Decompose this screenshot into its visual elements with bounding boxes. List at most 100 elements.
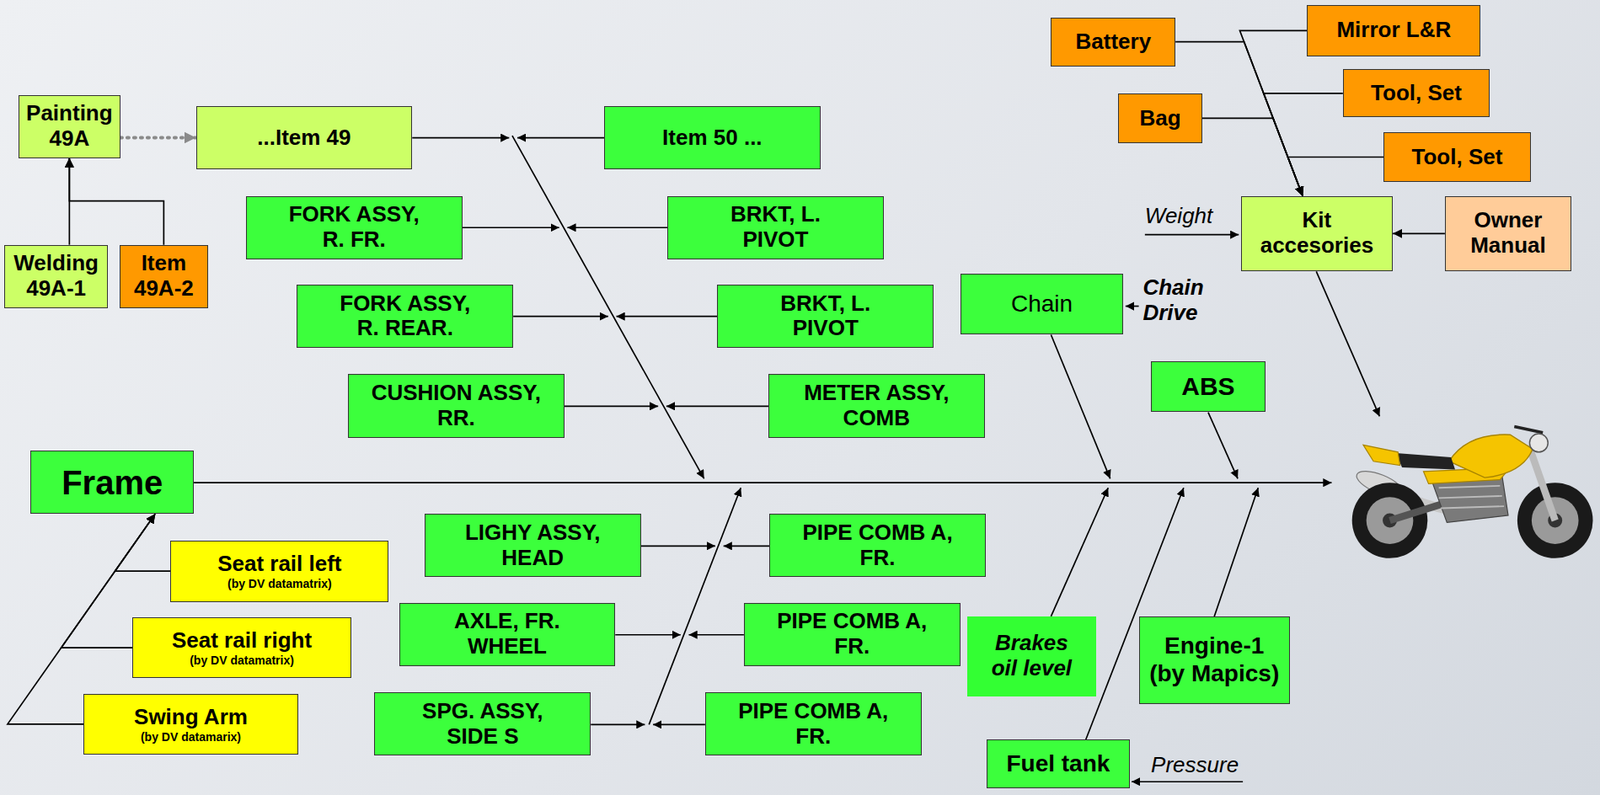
part-box: FORK ASSY, R. FR. (246, 196, 463, 260)
part-box: ...Item 49 (196, 106, 413, 170)
bone-arrow (1050, 487, 1108, 617)
box-text: Frame (61, 463, 163, 503)
box-text: BRKT, L. PIVOT (716, 202, 835, 253)
seat (1396, 453, 1456, 470)
box-text: Item 49A-2 (125, 251, 203, 302)
box-text: Engine-1 (1164, 632, 1264, 660)
box-text: ...Item 49 (256, 125, 351, 151)
part-box: Brakes oil level (967, 616, 1097, 698)
box-text: Seat rail left (217, 551, 342, 578)
box-text: (by DV datamatrix) (227, 577, 332, 591)
box-text: Brakes oil level (984, 631, 1078, 682)
input-arrow (1125, 305, 1140, 308)
box-text: Owner Manual (1450, 208, 1566, 259)
box-text: FORK ASSY, R. REAR. (331, 291, 479, 343)
box-text: Kit accesories (1246, 208, 1387, 259)
rib-arrow (688, 634, 744, 637)
connector-arrow (1239, 30, 1307, 196)
bone-arrow (1316, 271, 1380, 417)
part-box: CUSHION ASSY, RR. (347, 374, 565, 438)
part-box: Tool, Set (1343, 69, 1490, 118)
input-label: Chain Drive (1142, 275, 1227, 327)
box-text: Swing Arm (133, 705, 248, 731)
box-text: ABS (1181, 372, 1235, 402)
tail (1363, 444, 1401, 466)
box-text: PIPE COMB A, FR. (770, 609, 935, 660)
part-box: BRKT, L. PIVOT (667, 196, 884, 260)
connector-arrow (114, 513, 171, 572)
box-text: Tool, Set (1370, 80, 1462, 107)
part-box: AXLE, FR. WHEEL (399, 603, 616, 667)
motorcycle-illustration (1352, 427, 1594, 559)
front-wheel (1517, 482, 1594, 559)
box-text: PIPE COMB A, FR. (795, 520, 960, 572)
handlebar (1514, 427, 1543, 434)
part-box: FORK ASSY, R. REAR. (296, 284, 514, 348)
bone-arrow (1208, 412, 1238, 480)
input-label: Pressure (1150, 753, 1239, 779)
bone-arrow (1214, 487, 1258, 617)
part-box: Bag (1118, 93, 1202, 143)
bone-arrow (1050, 334, 1110, 479)
box-text: Bag (1139, 106, 1181, 132)
spine-arrow (193, 481, 1332, 484)
rib-arrow (641, 545, 716, 547)
box-text: Fuel tank (1006, 750, 1110, 778)
part-box: Swing Arm(by DV datamarix) (83, 694, 298, 756)
rib-arrow (616, 315, 718, 318)
headlight (1529, 433, 1548, 453)
rib-arrow (412, 137, 509, 140)
box-text: BRKT, L. PIVOT (766, 291, 885, 343)
part-box: Owner Manual (1444, 196, 1572, 273)
box-text: Welding 49A-1 (10, 251, 103, 302)
rib-arrow (567, 226, 668, 229)
part-box: Chain (960, 273, 1124, 336)
part-box: Seat rail right(by DV datamatrix) (132, 617, 351, 680)
part-box: LIGHY ASSY, HEAD (424, 513, 642, 578)
input-label: Weight (1145, 203, 1213, 230)
box-text: Battery (1075, 29, 1152, 55)
part-box: PIPE COMB A, FR. (743, 603, 961, 667)
bone-arrow (648, 487, 741, 725)
dotted-arrow (120, 135, 197, 140)
rib-arrow (517, 137, 605, 140)
part-box: Tool, Set (1383, 132, 1531, 182)
part-box: Welding 49A-1 (4, 245, 109, 309)
box-text: Mirror L&R (1336, 17, 1451, 43)
part-box: Fuel tank (986, 739, 1130, 789)
part-box: METER ASSY, COMB (768, 374, 985, 438)
box-text: (by DV datamarix) (140, 730, 241, 744)
connector-arrow (1392, 232, 1445, 235)
box-text: METER ASSY, COMB (783, 380, 969, 432)
part-box: Frame (30, 450, 194, 514)
box-text: Seat rail right (171, 628, 312, 654)
fuel-tank-shape (1449, 434, 1533, 478)
box-text: AXLE, FR. WHEEL (448, 609, 567, 660)
part-box: Painting 49A (18, 95, 121, 159)
part-box: Kit accesories (1241, 196, 1393, 273)
rib-arrow (590, 724, 645, 727)
input-arrow (1145, 234, 1239, 236)
box-text: PIPE COMB A, FR. (731, 699, 896, 750)
rib-arrow (513, 315, 609, 318)
rib-arrow (723, 545, 770, 547)
box-text: FORK ASSY, R. FR. (280, 202, 429, 253)
box-text: Painting 49A (24, 101, 115, 152)
box-text: LIGHY ASSY, HEAD (452, 520, 613, 572)
box-text: (by Mapics) (1149, 660, 1279, 688)
input-arrow (1131, 781, 1243, 783)
part-box: Mirror L&R (1306, 5, 1481, 57)
connector-arrow (1288, 157, 1385, 197)
engine-fins (1439, 486, 1505, 509)
box-text: (by DV datamatrix) (189, 653, 295, 668)
rib-arrow (564, 405, 659, 407)
rib-arrow (666, 405, 769, 407)
box-text: SPG. ASSY, SIDE S (408, 699, 557, 750)
part-box: Seat rail left(by DV datamatrix) (170, 540, 389, 603)
part-box: ABS (1150, 361, 1266, 413)
front-fork (1528, 444, 1555, 521)
box-text: Item 50 ... (662, 125, 763, 151)
rib-arrow (462, 226, 560, 229)
part-box: Battery (1050, 17, 1176, 67)
